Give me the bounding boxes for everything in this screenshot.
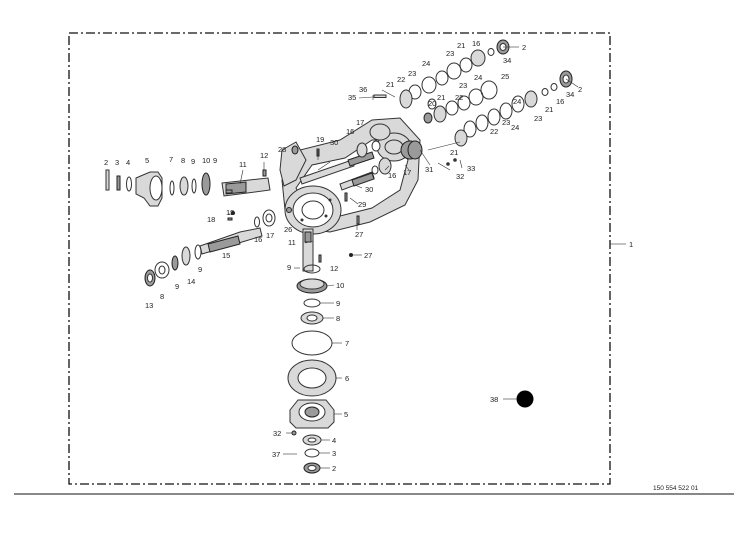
svg-text:22: 22 <box>455 93 463 102</box>
svg-text:22: 22 <box>397 75 405 84</box>
svg-text:2: 2 <box>578 85 582 94</box>
part-38-disc <box>516 390 534 408</box>
document-number-text: 150 554 522 01 <box>653 485 699 492</box>
svg-text:21: 21 <box>437 93 445 102</box>
svg-text:19: 19 <box>226 208 234 217</box>
svg-text:29: 29 <box>358 200 366 209</box>
svg-text:4: 4 <box>332 436 336 445</box>
left-input-shaft <box>105 169 271 207</box>
svg-text:24: 24 <box>511 123 519 132</box>
svg-text:21: 21 <box>457 41 465 50</box>
svg-text:11: 11 <box>239 160 247 169</box>
svg-text:16: 16 <box>472 39 480 48</box>
svg-text:17: 17 <box>266 231 274 240</box>
svg-text:23: 23 <box>534 114 542 123</box>
leader-lines <box>228 46 579 469</box>
svg-text:21: 21 <box>386 80 394 89</box>
svg-text:3: 3 <box>332 449 336 458</box>
svg-text:13: 13 <box>145 301 153 310</box>
svg-text:16: 16 <box>254 235 262 244</box>
svg-text:33: 33 <box>467 164 475 173</box>
svg-text:2: 2 <box>332 464 336 473</box>
callout-1: 1 <box>629 240 633 249</box>
svg-text:12: 12 <box>330 264 338 273</box>
svg-text:24: 24 <box>474 73 482 82</box>
small-fasteners <box>227 145 360 263</box>
svg-text:5: 5 <box>344 410 348 419</box>
svg-text:2: 2 <box>104 158 108 167</box>
upper-right-shaft-stack <box>373 39 510 124</box>
svg-text:23: 23 <box>408 69 416 78</box>
svg-text:31: 31 <box>425 165 433 174</box>
svg-text:8: 8 <box>181 156 185 165</box>
svg-text:7: 7 <box>169 155 173 164</box>
svg-text:26: 26 <box>284 225 292 234</box>
svg-text:23: 23 <box>446 49 454 58</box>
svg-text:16: 16 <box>346 127 354 136</box>
svg-text:8: 8 <box>336 314 340 323</box>
svg-text:16: 16 <box>388 171 396 180</box>
svg-text:23: 23 <box>502 118 510 127</box>
svg-text:7: 7 <box>345 339 349 348</box>
svg-text:21: 21 <box>545 105 553 114</box>
svg-text:9: 9 <box>191 157 195 166</box>
svg-text:19: 19 <box>316 135 324 144</box>
svg-text:25: 25 <box>501 72 509 81</box>
svg-text:11: 11 <box>288 238 296 247</box>
svg-text:16: 16 <box>556 97 564 106</box>
svg-text:23: 23 <box>459 81 467 90</box>
lower-right-shaft-stack <box>407 70 573 166</box>
svg-text:14: 14 <box>187 277 195 286</box>
svg-text:27: 27 <box>355 230 363 239</box>
svg-text:24: 24 <box>513 97 521 106</box>
svg-text:6: 6 <box>345 374 349 383</box>
svg-text:35: 35 <box>348 93 356 102</box>
svg-text:28: 28 <box>278 145 286 154</box>
svg-text:34: 34 <box>503 56 511 65</box>
callout-38: 38 <box>490 395 498 404</box>
svg-text:18: 18 <box>207 215 215 224</box>
svg-text:17: 17 <box>356 118 364 127</box>
callout-labels: 21 16 2 34 23 24 22 23 24 25 21 36 35 21… <box>104 39 582 473</box>
svg-text:32: 32 <box>273 429 281 438</box>
svg-text:5: 5 <box>145 156 149 165</box>
svg-text:37: 37 <box>272 450 280 459</box>
svg-text:24: 24 <box>422 59 430 68</box>
assembly-frame <box>68 32 611 485</box>
svg-text:17: 17 <box>403 168 411 177</box>
svg-text:30: 30 <box>330 138 338 147</box>
svg-text:8: 8 <box>160 292 164 301</box>
svg-text:20: 20 <box>428 99 436 108</box>
svg-text:3: 3 <box>115 158 119 167</box>
svg-text:4: 4 <box>126 158 130 167</box>
svg-text:9: 9 <box>175 282 179 291</box>
svg-text:9: 9 <box>198 265 202 274</box>
upper-shaft-30 <box>299 140 381 185</box>
svg-text:22: 22 <box>490 127 498 136</box>
gearbox-housing <box>279 117 421 235</box>
svg-text:9: 9 <box>336 299 340 308</box>
vertical-output-stack <box>287 228 337 474</box>
svg-text:15: 15 <box>222 251 230 260</box>
svg-text:30: 30 <box>365 185 373 194</box>
lower-shaft-30 <box>339 157 392 191</box>
svg-text:10: 10 <box>202 156 210 165</box>
svg-text:27: 27 <box>364 251 372 260</box>
middle-shaft-15 <box>144 189 276 287</box>
svg-text:36: 36 <box>359 85 367 94</box>
svg-text:9: 9 <box>213 156 217 165</box>
svg-text:9: 9 <box>287 263 291 272</box>
svg-text:34: 34 <box>566 90 574 99</box>
svg-text:12: 12 <box>260 151 268 160</box>
svg-text:10: 10 <box>336 281 344 290</box>
svg-text:2: 2 <box>522 43 526 52</box>
svg-text:32: 32 <box>456 172 464 181</box>
svg-text:21: 21 <box>450 148 458 157</box>
